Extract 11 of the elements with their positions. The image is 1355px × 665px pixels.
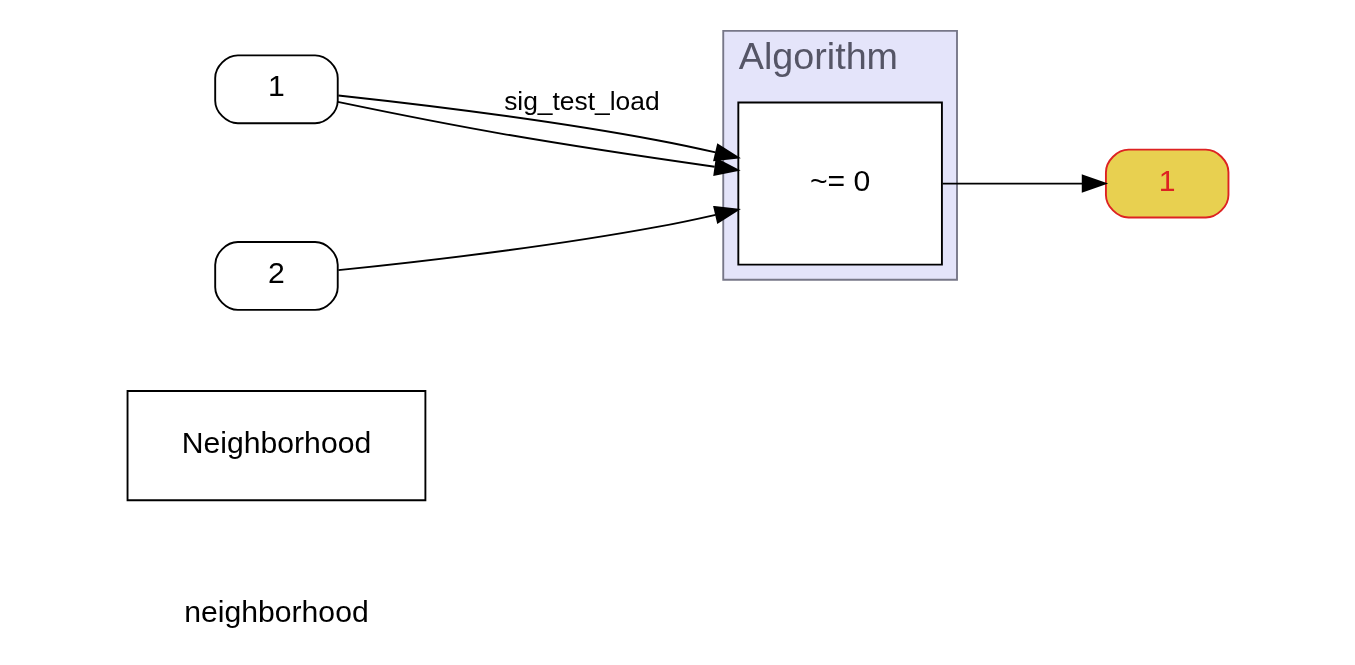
- arrow: [941, 174, 1108, 193]
- arrow: [336, 205, 741, 272]
- arrow: [336, 101, 741, 176]
- node-box: 1: [1104, 148, 1229, 219]
- arrow: [336, 94, 741, 162]
- node-box: Neighborhood: [126, 390, 426, 502]
- node-box: 1: [213, 54, 339, 125]
- node-label: neighborhood: [183, 595, 369, 629]
- node-box: 2: [213, 241, 339, 311]
- edge-label: sig_test_load: [503, 86, 660, 117]
- node-box: ~= 0: [736, 101, 943, 266]
